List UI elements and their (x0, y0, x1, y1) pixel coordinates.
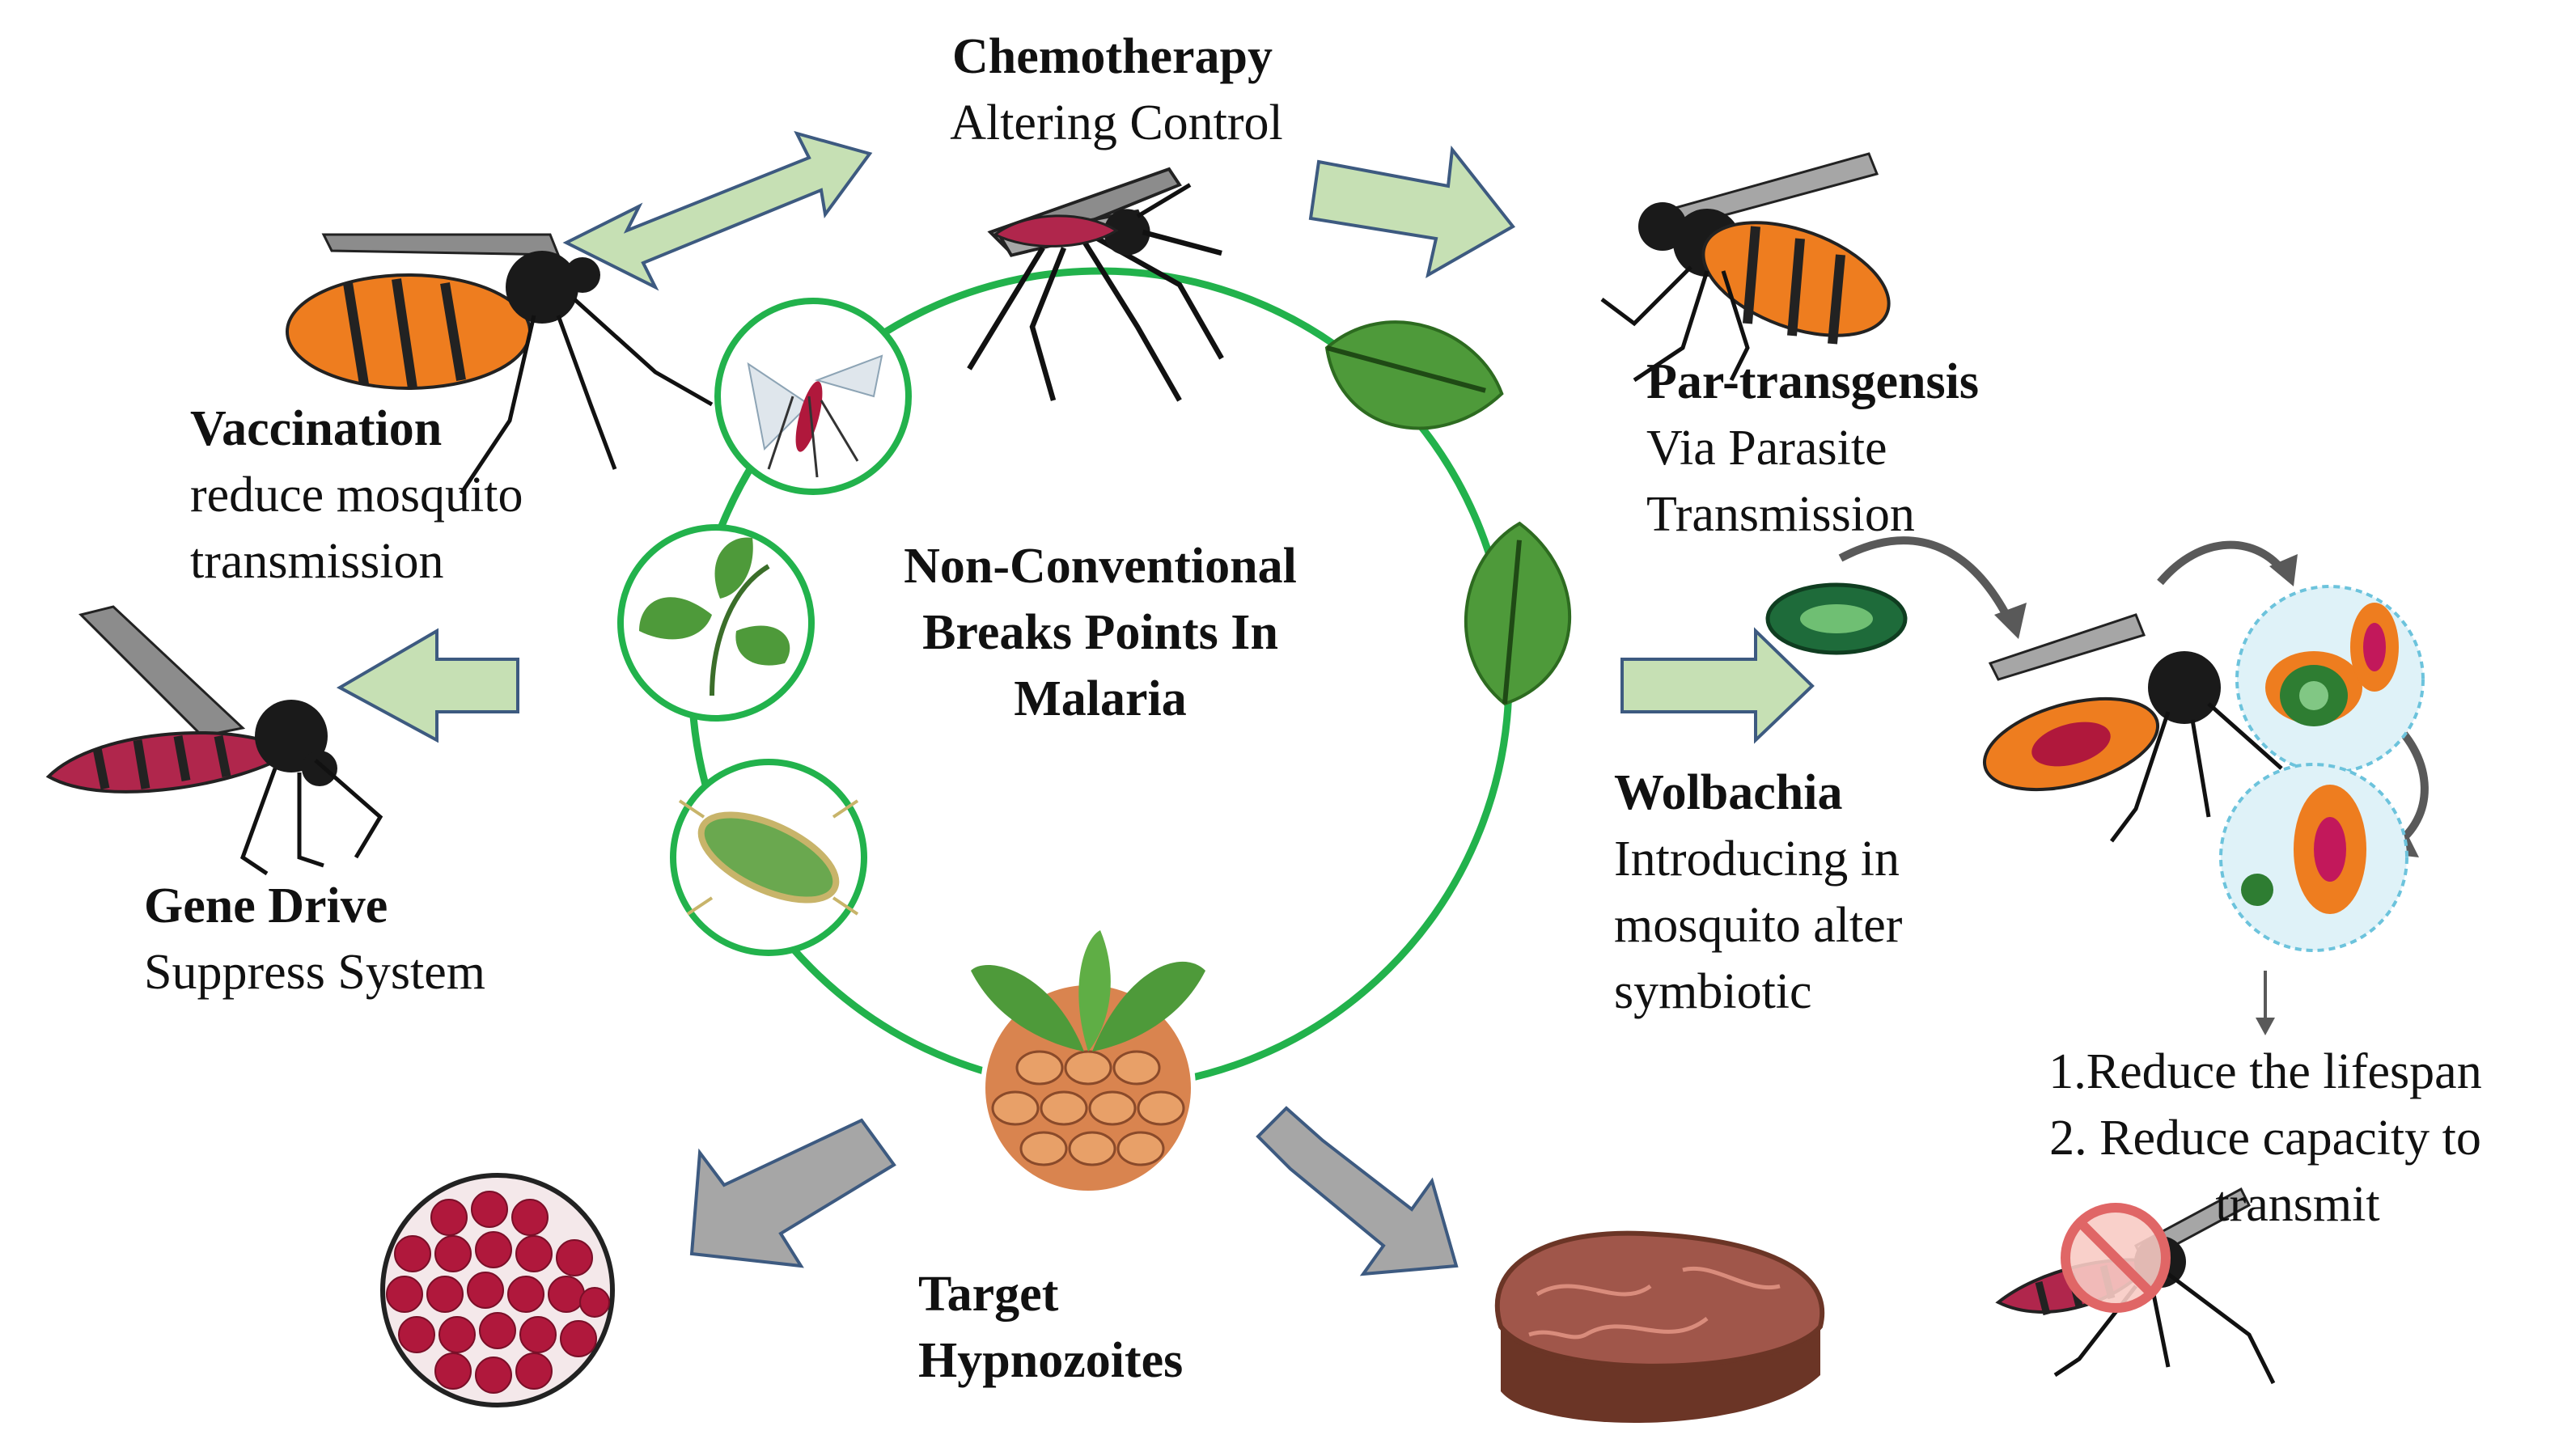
mosquito-icon (45, 605, 383, 876)
vaccination-title: Vaccination (190, 401, 442, 456)
down-arrow-to-outcomes (2256, 971, 2275, 1035)
paratransgenesis-line-1: Via Parasite (1646, 421, 1887, 476)
center-line-3: Malaria (1014, 671, 1187, 726)
arrow-to-wolbachia (1620, 627, 1815, 744)
wolbachia-line-2: mosquito alter (1614, 898, 1903, 953)
paratransgenesis-title: Par-transgensis (1646, 354, 1979, 409)
mosquito-icon (1982, 613, 2283, 843)
gene-drive-title: Gene Drive (144, 878, 388, 933)
curved-arrow-mosquito-to-cells (2157, 540, 2290, 586)
target-hypnozoites-line-1: Target (918, 1267, 1059, 1322)
leaf-icon (1308, 290, 1514, 462)
mosquito-icon (969, 169, 1222, 400)
curved-arrow-wolbachia-to-mosquito (1838, 536, 2014, 625)
bacteria-circle-icon (670, 759, 867, 956)
arrow-to-gene-drive (336, 628, 519, 743)
leaf-icon (1444, 515, 1593, 715)
wolbachia-line-1: Introducing in (1614, 832, 1900, 887)
arrow-to-liver (1256, 1106, 1459, 1276)
outcome-line-2: 2. Reduce capacity to (2049, 1111, 2481, 1166)
mosquito-icon (286, 233, 714, 495)
vaccination-line-2: transmission (190, 534, 443, 589)
vaccination-line-1: reduce mosquito (190, 468, 523, 523)
wolbachia-title: Wolbachia (1614, 765, 1843, 820)
wolbachia-cell-icon (1765, 582, 1908, 655)
soil-plant-icon (971, 930, 1205, 1196)
liver-tissue-icon (1494, 1230, 1825, 1424)
arrow-to-blood-cells (689, 1118, 896, 1268)
center-line-1: Non-Conventional (904, 539, 1297, 594)
chemotherapy-title: Chemotherapy (952, 29, 1273, 84)
arrow-to-paratransgenesis (1308, 145, 1516, 278)
mosquito-circle-icon (714, 298, 912, 495)
outcome-line-1: 1.Reduce the lifespan (2048, 1044, 2481, 1099)
chemotherapy-subtitle: Altering Control (950, 95, 1283, 150)
paratransgenesis-line-2: Transmission (1646, 487, 1915, 542)
blood-cells-icon (380, 1173, 615, 1407)
plant-circle-icon (617, 524, 815, 722)
gene-drive-subtitle: Suppress System (144, 945, 485, 1000)
prohibited-icon (2061, 1203, 2171, 1313)
target-hypnozoites-line-2: Hypnozoites (918, 1333, 1183, 1388)
outcome-line-3: transmit (2215, 1177, 2379, 1232)
mosquito-icon (1600, 152, 1891, 383)
infected-cells-icon (2219, 585, 2425, 952)
center-line-2: Breaks Points In (922, 605, 1278, 660)
double-arrow-vaccination-chemotherapy (562, 130, 873, 291)
wolbachia-line-3: symbiotic (1614, 964, 1812, 1019)
